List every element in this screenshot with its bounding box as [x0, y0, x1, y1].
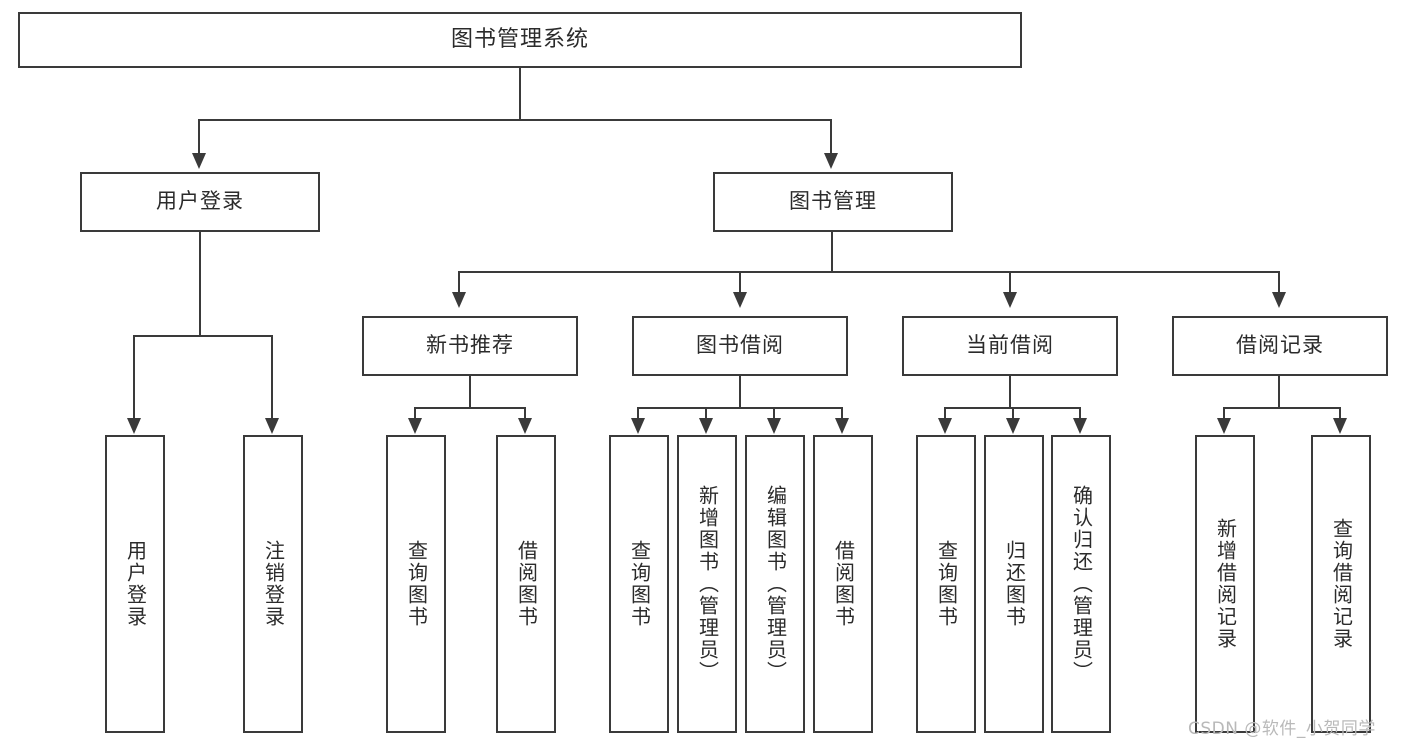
- arrow-down-icon-br-leaf-1: [1217, 418, 1231, 434]
- arrow-down-icon-bb-leaf-4: [835, 418, 849, 434]
- edge-to-book-borrow: [739, 271, 741, 295]
- arrow-down-icon-cb-leaf-1: [938, 418, 952, 434]
- edge-current-borrow-stem: [1009, 376, 1011, 408]
- node-label: 查询图书: [627, 540, 652, 628]
- node-label: 借阅记录: [1236, 333, 1324, 358]
- arrow-down-icon-leaf-user-login: [127, 418, 141, 434]
- arrow-down-icon-new-book-recommend: [452, 292, 466, 308]
- node-label: 注销登录: [261, 540, 286, 628]
- arrow-down-icon-cb-leaf-2: [1006, 418, 1020, 434]
- node-label: 用户登录: [123, 540, 148, 628]
- edge-book-management-bus: [458, 271, 1280, 273]
- edge-br-leaf-2: [1339, 407, 1341, 421]
- node-user-login[interactable]: 用户登录: [80, 172, 320, 232]
- node-label: 图书管理系统: [450, 26, 589, 52]
- leaf-bb-add-book-admin[interactable]: 新增图书（管理员）: [677, 435, 737, 733]
- leaf-bb-query-book[interactable]: 查询图书: [609, 435, 669, 733]
- node-label: 借阅图书: [831, 540, 856, 628]
- edge-root-bus: [198, 119, 832, 121]
- edge-nbr-leaf-1: [414, 407, 416, 421]
- leaf-nbr-borrow-book[interactable]: 借阅图书: [496, 435, 556, 733]
- node-label: 确认归还（管理员）: [1069, 485, 1094, 683]
- edge-bb-leaf-3: [773, 407, 775, 421]
- edge-bb-leaf-1: [637, 407, 639, 421]
- edge-bb-leaf-2: [705, 407, 707, 421]
- arrow-down-icon-user-login: [192, 153, 206, 169]
- edge-new-book-recommend-stem: [469, 376, 471, 408]
- node-new-book-recommend[interactable]: 新书推荐: [362, 316, 578, 376]
- arrow-down-icon-nbr-leaf-1: [408, 418, 422, 434]
- node-label: 用户登录: [156, 189, 244, 214]
- leaf-cb-query-book[interactable]: 查询图书: [916, 435, 976, 733]
- edge-new-book-recommend-bus: [414, 407, 526, 409]
- edge-to-user-login: [198, 119, 200, 157]
- node-current-borrow[interactable]: 当前借阅: [902, 316, 1118, 376]
- leaf-logout[interactable]: 注销登录: [243, 435, 303, 733]
- leaf-bb-borrow-book[interactable]: 借阅图书: [813, 435, 873, 733]
- node-borrow-record[interactable]: 借阅记录: [1172, 316, 1388, 376]
- leaf-br-add-record[interactable]: 新增借阅记录: [1195, 435, 1255, 733]
- node-book-management[interactable]: 图书管理: [713, 172, 953, 232]
- arrow-down-icon-bb-leaf-2: [699, 418, 713, 434]
- edge-user-login-leaf-2: [271, 335, 273, 421]
- node-label: 新增图书（管理员）: [695, 485, 720, 683]
- node-label: 编辑图书（管理员）: [763, 485, 788, 683]
- edge-book-borrow-stem: [739, 376, 741, 408]
- arrow-down-icon-leaf-logout: [265, 418, 279, 434]
- arrow-down-icon-current-borrow: [1003, 292, 1017, 308]
- arrow-down-icon-nbr-leaf-2: [518, 418, 532, 434]
- arrow-down-icon-book-borrow: [733, 292, 747, 308]
- leaf-cb-return-book[interactable]: 归还图书: [984, 435, 1044, 733]
- edge-root-stem: [519, 68, 521, 120]
- node-book-borrow[interactable]: 图书借阅: [632, 316, 848, 376]
- edge-user-login-stem: [199, 232, 201, 336]
- node-label: 查询图书: [404, 540, 429, 628]
- node-label: 新增借阅记录: [1213, 518, 1238, 650]
- arrow-down-icon-cb-leaf-3: [1073, 418, 1087, 434]
- edge-book-management-stem: [831, 232, 833, 273]
- leaf-user-login[interactable]: 用户登录: [105, 435, 165, 733]
- edge-to-current-borrow: [1009, 271, 1011, 295]
- node-label: 图书借阅: [696, 333, 784, 358]
- arrow-down-icon-borrow-record: [1272, 292, 1286, 308]
- edge-to-book-management: [830, 119, 832, 157]
- node-label: 借阅图书: [514, 540, 539, 628]
- edge-book-borrow-bus: [637, 407, 843, 409]
- edge-nbr-leaf-2: [524, 407, 526, 421]
- edge-borrow-record-stem: [1278, 376, 1280, 408]
- node-label: 新书推荐: [426, 333, 514, 358]
- edge-cb-leaf-2: [1012, 407, 1014, 421]
- node-label: 查询借阅记录: [1329, 518, 1354, 650]
- edge-user-login-bus: [133, 335, 273, 337]
- node-label: 当前借阅: [966, 333, 1054, 358]
- edge-user-login-leaf-1: [133, 335, 135, 421]
- edge-borrow-record-bus: [1223, 407, 1341, 409]
- edge-to-borrow-record: [1278, 271, 1280, 295]
- leaf-cb-confirm-return-admin[interactable]: 确认归还（管理员）: [1051, 435, 1111, 733]
- edge-br-leaf-1: [1223, 407, 1225, 421]
- leaf-br-query-record[interactable]: 查询借阅记录: [1311, 435, 1371, 733]
- node-label: 归还图书: [1002, 540, 1027, 628]
- edge-cb-leaf-3: [1079, 407, 1081, 421]
- edge-bb-leaf-4: [841, 407, 843, 421]
- watermark-text: CSDN @软件_小贺同学: [1188, 719, 1376, 739]
- leaf-nbr-query-book[interactable]: 查询图书: [386, 435, 446, 733]
- edge-cb-leaf-1: [944, 407, 946, 421]
- node-label: 图书管理: [789, 189, 877, 214]
- arrow-down-icon-bb-leaf-1: [631, 418, 645, 434]
- arrow-down-icon-bb-leaf-3: [767, 418, 781, 434]
- node-label: 查询图书: [934, 540, 959, 628]
- arrow-down-icon-book-management: [824, 153, 838, 169]
- edge-to-new-book-recommend: [458, 271, 460, 295]
- arrow-down-icon-br-leaf-2: [1333, 418, 1347, 434]
- leaf-bb-edit-book-admin[interactable]: 编辑图书（管理员）: [745, 435, 805, 733]
- node-root-book-management-system[interactable]: 图书管理系统: [18, 12, 1022, 68]
